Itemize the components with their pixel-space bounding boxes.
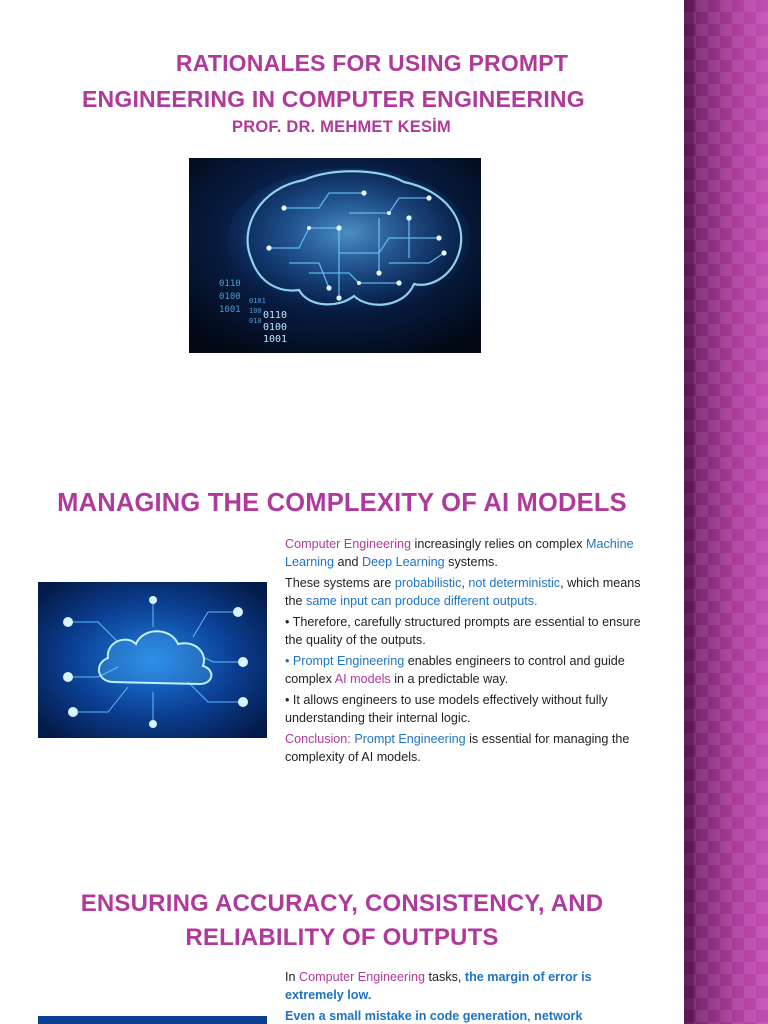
term-network: network (534, 1009, 583, 1023)
slide-2-body: Computer Engineering increasingly relies… (285, 536, 645, 770)
term-not-deterministic: not deterministic (468, 576, 561, 590)
text: These systems are (285, 576, 395, 590)
text: , (461, 576, 469, 590)
svg-text:0110: 0110 (219, 279, 241, 289)
term-margin-of-error: the margin of error is extremely low. (285, 970, 592, 1002)
circuit-brain-icon: 0110 0100 1001 0101 100 010 0110 0100 10… (189, 158, 481, 353)
slide-2-paragraph-3: • Therefore, carefully structured prompt… (285, 615, 641, 647)
term-machine-learning: Machine Learning (285, 537, 634, 569)
slide-3: ENSURING ACCURACY, CONSISTENCY, AND RELI… (0, 866, 684, 1024)
circuit-brain-image: 0110 0100 1001 0101 100 010 0110 0100 10… (189, 158, 481, 353)
term-probabilistic: probabilistic (394, 576, 462, 590)
side-band-3 (684, 866, 768, 1024)
text: increasingly relies on complex (411, 537, 587, 551)
term-ai-models: AI models (334, 671, 391, 686)
slide-2-paragraph-4: • Prompt Engineering enables engineers t… (285, 653, 645, 688)
text: , (527, 1009, 535, 1023)
text: is essential for managing the complexity… (285, 732, 630, 764)
text: tasks, (425, 970, 465, 984)
slide-3-title-line-2: RELIABILITY OF OUTPUTS (185, 924, 499, 951)
slide-2-paragraph-1: Computer Engineering increasingly relies… (285, 536, 645, 571)
svg-text:1001: 1001 (219, 305, 241, 315)
term-prompt-engineering: Prompt Engineering (354, 732, 466, 746)
side-band-2 (684, 433, 768, 866)
term-small-mistake: Even a small mistake in code generation (285, 1009, 528, 1023)
slide-2-paragraph-2: These systems are probabilistic, not det… (285, 575, 645, 610)
term-deep-learning: Deep Learning (362, 554, 445, 569)
svg-text:0100: 0100 (263, 322, 287, 333)
svg-text:0110: 0110 (263, 310, 287, 321)
svg-text:0100: 0100 (219, 292, 241, 302)
slide-1-title-line-1: RATIONALES FOR USING PROMPT (175, 50, 569, 76)
side-band-1 (684, 0, 768, 433)
slide-3-paragraph-2: Even a small mistake in code generation,… (285, 1008, 645, 1024)
cloud-network-icon (38, 582, 267, 738)
slide-3-image (38, 1016, 267, 1024)
term-prompt-engineering: • Prompt Engineering (285, 654, 405, 668)
text: and (334, 554, 363, 569)
slide-2: MANAGING THE COMPLEXITY OF AI MODELS (0, 433, 684, 866)
label-conclusion: Conclusion: (285, 732, 355, 746)
slide-2-paragraph-6: Conclusion: Prompt Engineering is essent… (285, 731, 645, 766)
svg-text:1001: 1001 (263, 334, 287, 345)
text: , which means the (285, 576, 641, 608)
slide-1: RATIONALES FOR USING PROMPT ENGINEERING … (0, 0, 684, 433)
svg-text:100: 100 (249, 307, 262, 315)
text: enables engineers to control and guide c… (285, 654, 625, 686)
cloud-network-image (38, 582, 267, 738)
text: In (285, 970, 300, 984)
term-computer-engineering: Computer Engineering (285, 537, 412, 551)
svg-text:0101: 0101 (249, 297, 266, 305)
slide-2-title: MANAGING THE COMPLEXITY OF AI MODELS (57, 489, 627, 517)
slide-2-paragraph-5: • It allows engineers to use models effe… (285, 693, 608, 725)
text: systems. (444, 554, 498, 569)
slide-1-author: PROF. DR. MEHMET KESİM (232, 118, 451, 136)
text: in a predictable way. (390, 671, 509, 686)
term-computer-engineering: Computer Engineering (299, 970, 426, 984)
svg-text:010: 010 (249, 317, 262, 325)
slide-3-paragraph-1: In Computer Engineering tasks, the margi… (285, 969, 645, 1004)
slide-1-title-line-2: ENGINEERING IN COMPUTER ENGINEERING (82, 86, 585, 112)
slide-3-body: In Computer Engineering tasks, the margi… (285, 969, 645, 1024)
term-same-input: same input can produce different outputs… (306, 593, 538, 608)
slide-3-title-line-1: ENSURING ACCURACY, CONSISTENCY, AND (80, 890, 604, 917)
